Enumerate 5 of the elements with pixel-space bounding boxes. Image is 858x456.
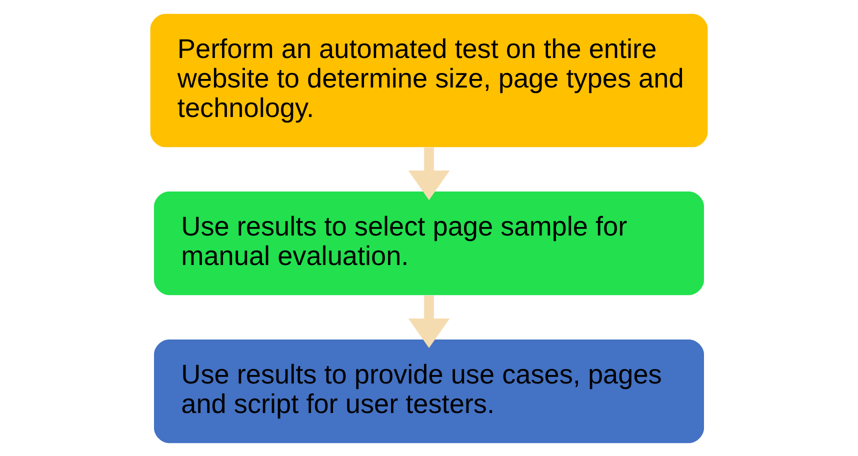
node-box: Use results to provide use cases, pages and script for user testers. bbox=[154, 338, 704, 443]
arrow bbox=[408, 146, 450, 200]
node-box: Perform an automated test on the entire website to determine size, page types and technology. bbox=[150, 13, 708, 147]
arrow bbox=[408, 294, 450, 348]
node-box: Use results to select page sample for manual evaluation. bbox=[154, 191, 704, 295]
